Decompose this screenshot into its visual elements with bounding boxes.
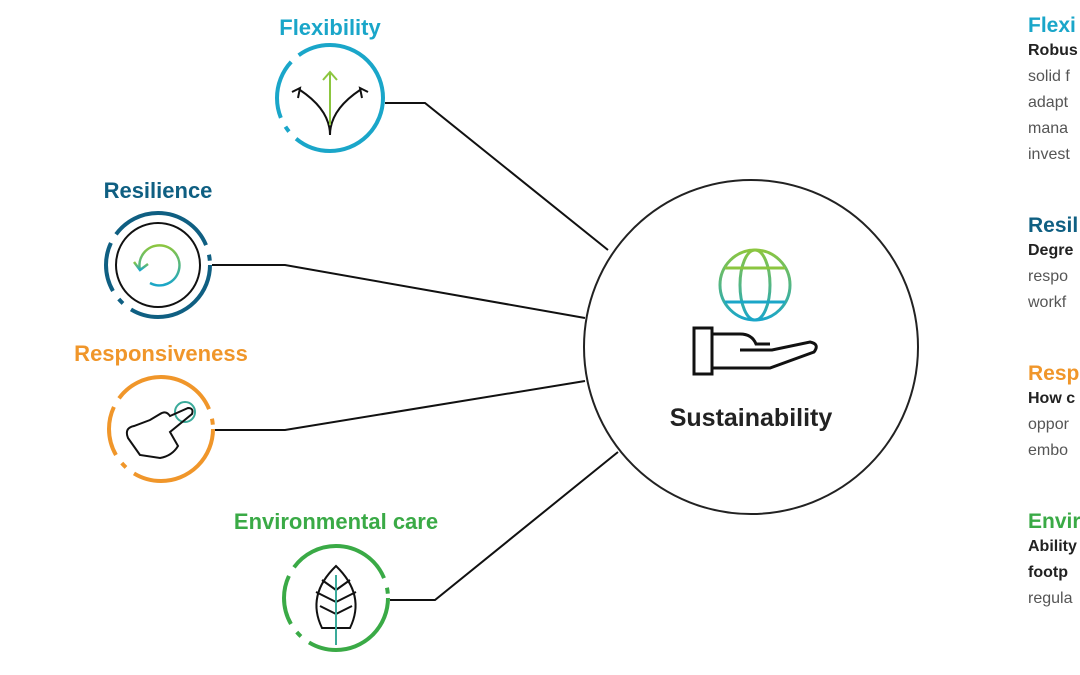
side-text: mana — [1028, 120, 1069, 137]
refresh-cycle-icon — [133, 244, 181, 287]
diverging-arrows-icon — [291, 70, 369, 136]
side-section-environmental: Envir Ability footp regula — [1028, 510, 1080, 612]
side-bold-text: How c — [1028, 390, 1076, 407]
node-label-responsiveness: Responsiveness — [74, 341, 248, 366]
node-label-environmental: Environmental care — [233, 509, 439, 534]
node-label-flexibility: Flexibility — [279, 15, 381, 40]
side-bold-text: Robus — [1028, 42, 1078, 59]
side-section-resilience: Resil Degre respo workf — [1028, 214, 1080, 316]
leaf-icon — [315, 564, 357, 645]
side-bold-text: Ability — [1028, 538, 1077, 555]
side-text: solid f — [1028, 68, 1070, 85]
connector-lines — [212, 102, 619, 601]
side-text: regula — [1028, 590, 1073, 607]
responsiveness-node — [107, 375, 215, 483]
flexibility-node — [275, 43, 385, 153]
side-heading: Resil — [1028, 214, 1079, 237]
connector-responsiveness — [215, 380, 586, 431]
side-bold-text: Degre — [1028, 242, 1074, 259]
side-text: invest — [1028, 146, 1070, 163]
connector-resilience — [212, 264, 586, 319]
side-heading: Flexi — [1028, 14, 1076, 37]
center-label: Sustainability — [669, 404, 833, 432]
side-text: respo — [1028, 268, 1069, 285]
environmental-node — [282, 544, 390, 652]
node-label-resilience: Resilience — [103, 178, 213, 203]
connector-flexibility — [385, 102, 609, 251]
pointing-hand-icon — [125, 406, 194, 460]
side-text: adapt — [1028, 94, 1069, 111]
side-section-flexibility: Flexi Robus solid f adapt mana invest — [1028, 14, 1080, 168]
side-text: oppor — [1028, 416, 1069, 433]
sustainability-circle — [583, 179, 919, 515]
resilience-node — [104, 211, 212, 319]
globe-in-hand-icon — [692, 248, 818, 376]
side-section-responsiveness: Resp How c oppor embo — [1028, 362, 1080, 464]
side-text: workf — [1028, 294, 1067, 311]
side-text: embo — [1028, 442, 1069, 459]
side-bold-text: footp — [1028, 564, 1068, 581]
side-heading: Resp — [1028, 362, 1080, 385]
connector-environmental — [390, 451, 619, 601]
side-heading: Envir — [1028, 510, 1080, 533]
